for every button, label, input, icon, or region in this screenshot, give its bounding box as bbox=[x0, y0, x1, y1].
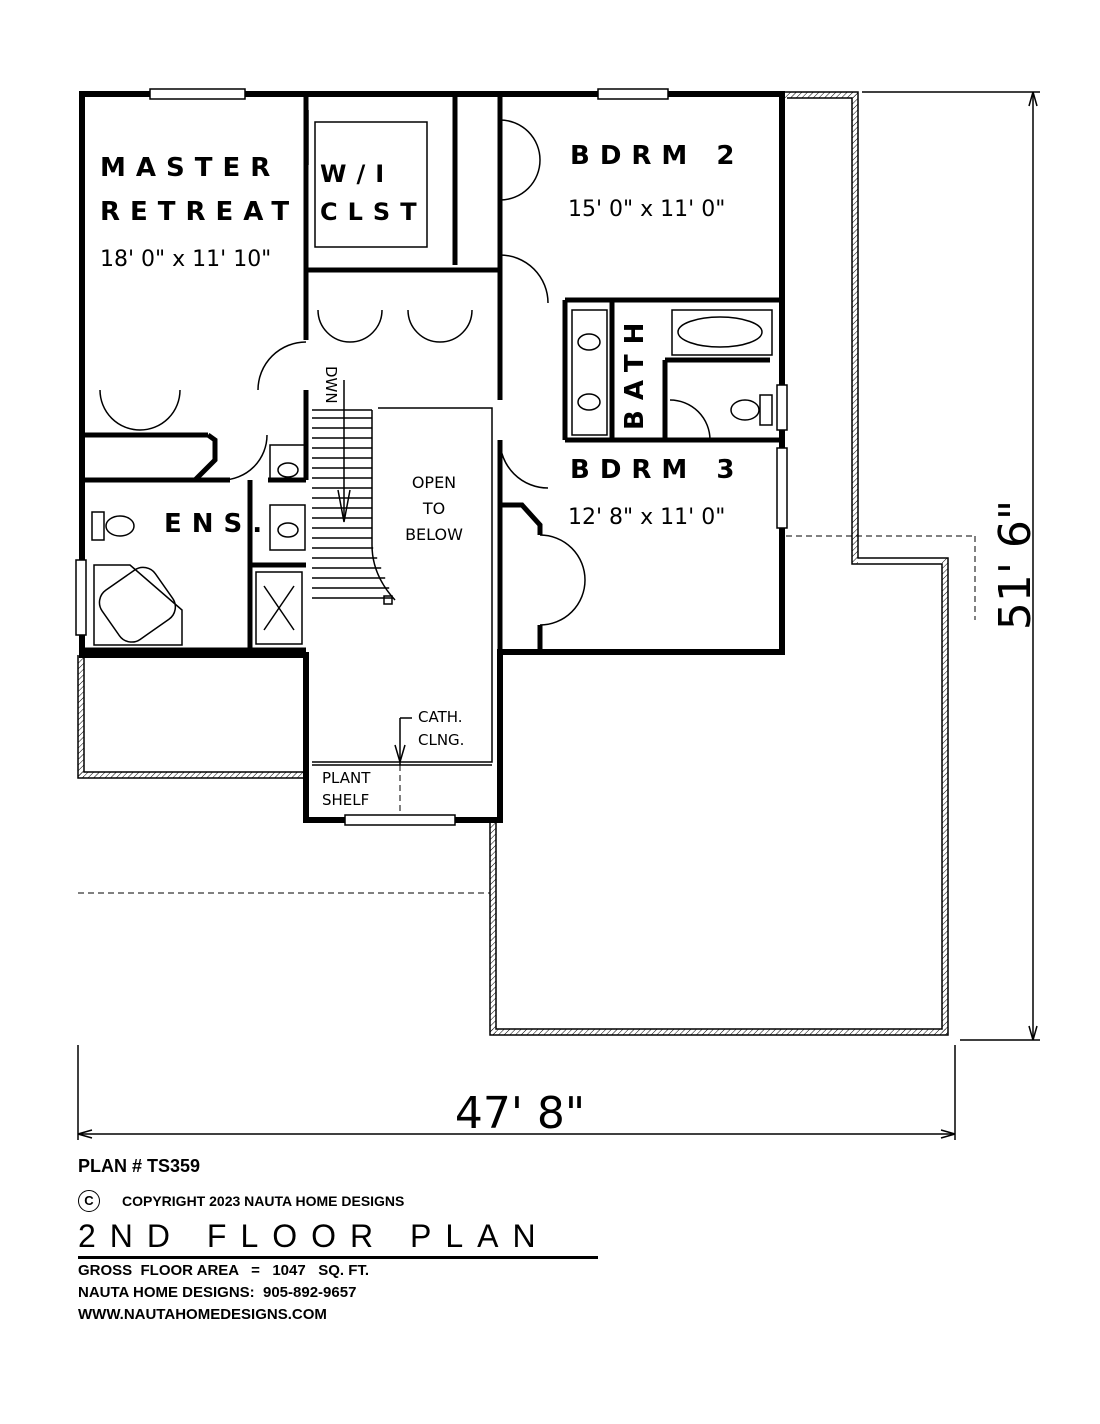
cathedral-ceiling-line2: CLNG. bbox=[418, 731, 464, 749]
bdrm2-dimension: 15' 0" x 11' 0" bbox=[568, 197, 725, 222]
exterior-walls bbox=[79, 91, 785, 823]
master-label-line1: MASTER bbox=[100, 153, 280, 183]
roof-hatching bbox=[78, 92, 948, 1035]
doors bbox=[99, 110, 711, 626]
bdrm3-label: BDRM 3 bbox=[570, 455, 744, 485]
open-to-below-line3: BELOW bbox=[405, 525, 463, 544]
floor-plan-title: 2ND FLOOR PLAN bbox=[78, 1218, 550, 1254]
bath-label: BATH bbox=[620, 313, 650, 430]
open-to-below-line2: TO bbox=[422, 499, 445, 518]
company-phone: NAUTA HOME DESIGNS: 905-892-9657 bbox=[78, 1284, 357, 1301]
bdrm3-dimension: 12' 8" x 11' 0" bbox=[568, 505, 725, 530]
open-to-below-line1: OPEN bbox=[412, 473, 456, 492]
cathedral-ceiling-line1: CATH. bbox=[418, 708, 463, 726]
copyright-line: C COPYRIGHT 2023 NAUTA HOME DESIGNS bbox=[78, 1190, 404, 1212]
title-underline bbox=[78, 1256, 598, 1259]
down-label: DWN bbox=[322, 366, 340, 404]
overall-width-label: 47' 8" bbox=[455, 1088, 585, 1139]
plan-number: PLAN # TS359 bbox=[78, 1156, 201, 1176]
roof-outline bbox=[77, 91, 949, 1036]
lower-floor-lines bbox=[78, 535, 976, 894]
wi-closet-shelf bbox=[314, 121, 428, 248]
plant-shelf-line1: PLANT bbox=[322, 769, 371, 787]
gross-floor-area: GROSS FLOOR AREA = 1047 SQ. FT. bbox=[78, 1262, 370, 1279]
fixtures bbox=[91, 309, 773, 646]
dimension-lines bbox=[77, 91, 1040, 1140]
master-dimension: 18' 0" x 11' 10" bbox=[100, 247, 271, 272]
bdrm2-label: BDRM 2 bbox=[570, 141, 744, 171]
copyright-icon: C bbox=[78, 1190, 100, 1212]
ensuite-label: ENS. bbox=[164, 509, 272, 539]
stair bbox=[312, 380, 493, 763]
copyright-text: COPYRIGHT 2023 NAUTA HOME DESIGNS bbox=[122, 1193, 405, 1209]
windows bbox=[75, 88, 788, 826]
plant-shelf-line2: SHELF bbox=[322, 791, 369, 809]
wi-closet-label-line1: W/I bbox=[320, 160, 394, 188]
company-website: WWW.NAUTAHOMEDESIGNS.COM bbox=[78, 1306, 327, 1323]
master-label-line2: RETREAT bbox=[100, 197, 299, 227]
overall-depth-label: 51' 6" bbox=[990, 500, 1041, 630]
wi-closet-label-line2: CLST bbox=[320, 198, 427, 226]
